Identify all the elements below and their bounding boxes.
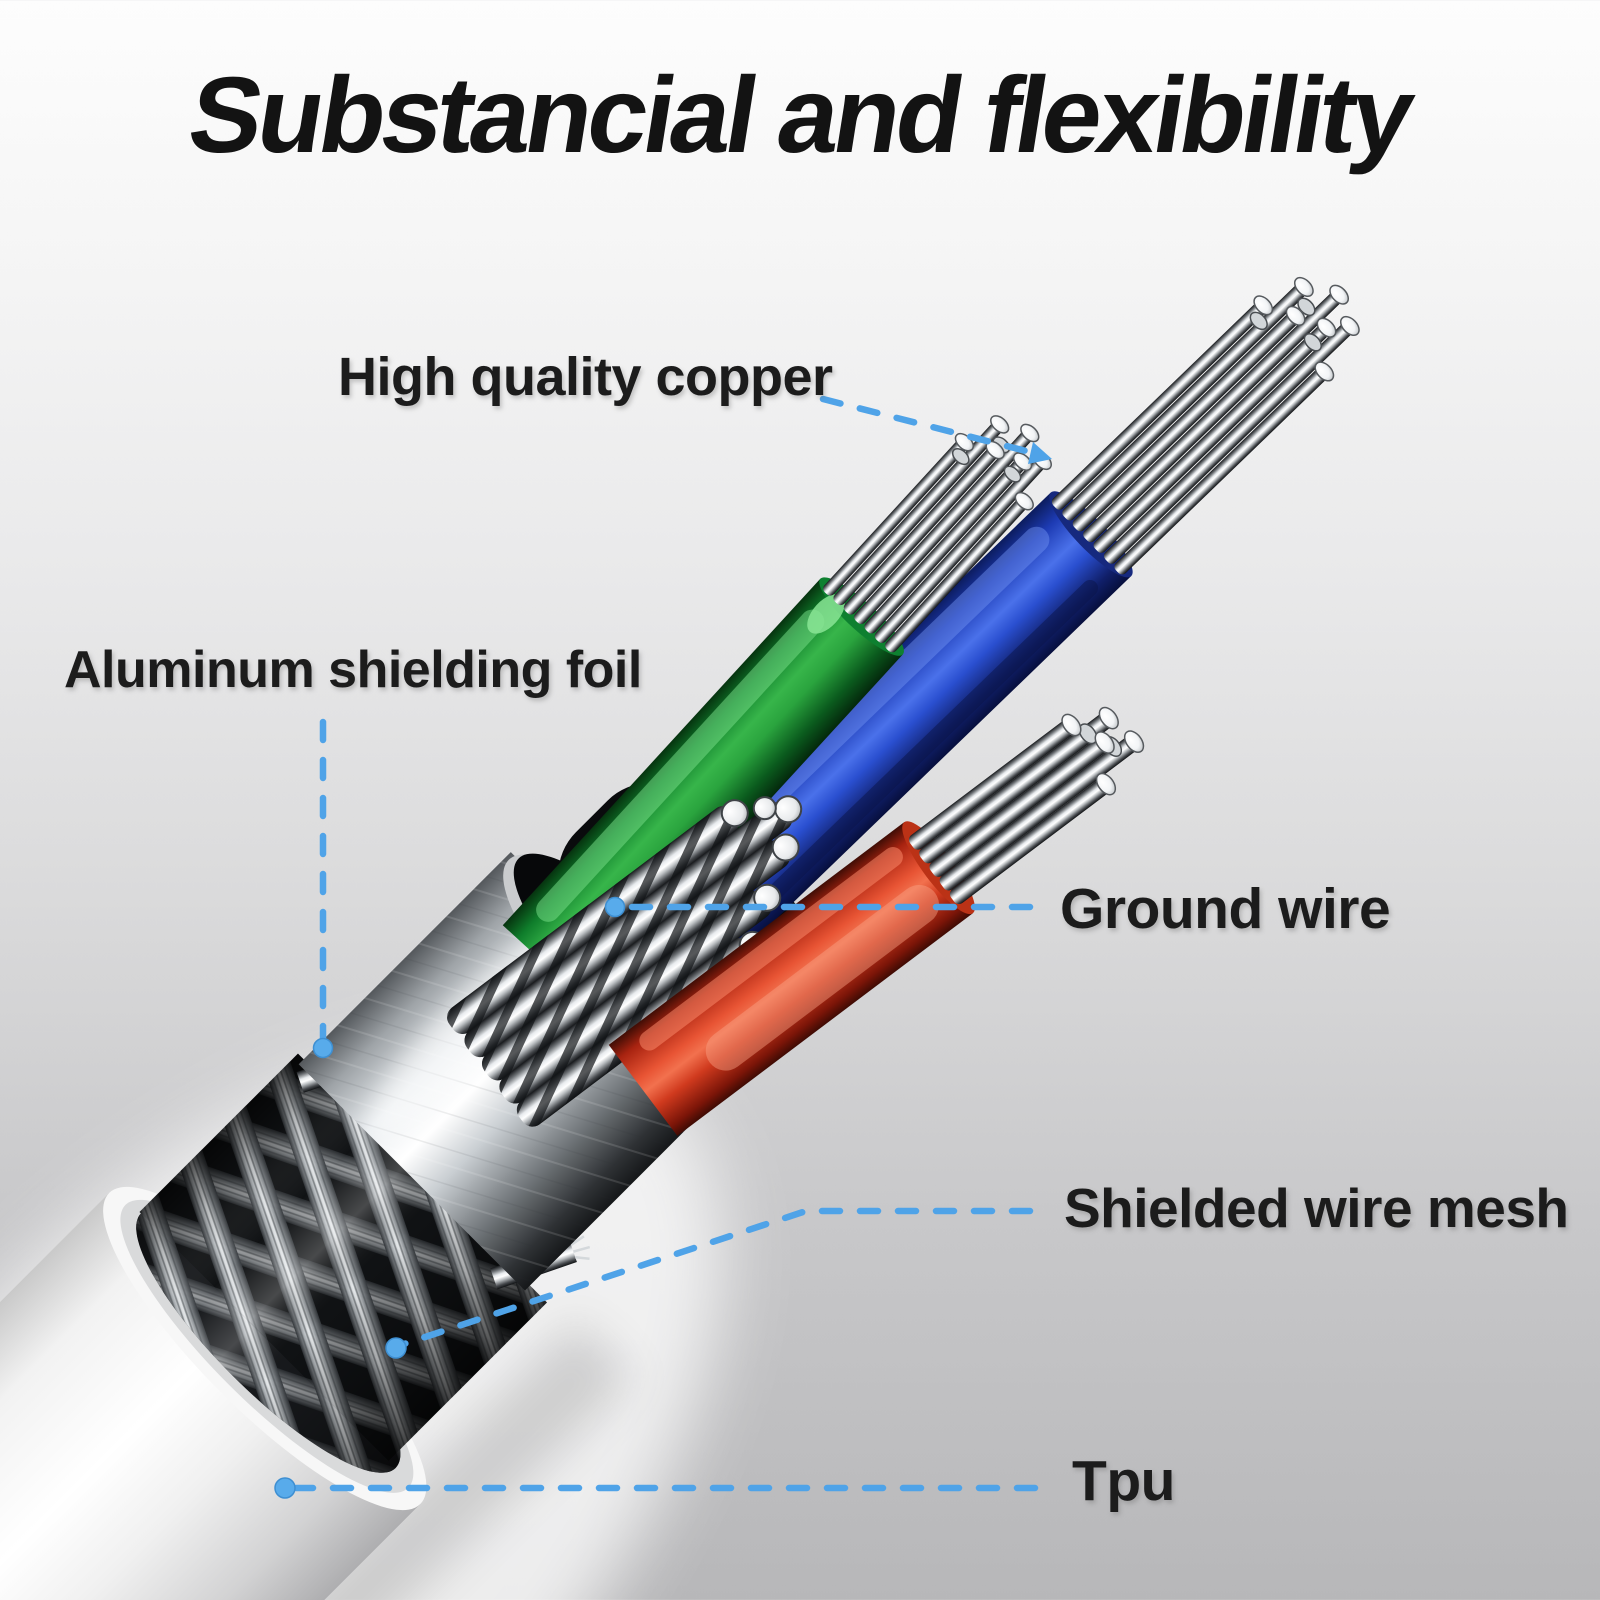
label-tpu: Tpu <box>1072 1449 1175 1513</box>
leader-tpu <box>274 1477 1039 1499</box>
green-insulated-wire <box>502 415 1052 1001</box>
leader-high-quality-copper <box>819 395 1052 464</box>
page-title: Substancial and flexibility <box>181 54 1419 175</box>
copper-strand-bundle-red <box>908 706 1145 905</box>
label-ground-wire: Ground wire <box>1060 877 1391 941</box>
leader-shielded-wire-mesh <box>385 1207 1034 1359</box>
ground-strand <box>464 795 803 1058</box>
label-shielded-wire-mesh: Shielded wire mesh <box>1064 1177 1569 1239</box>
copper-strand-bundle-green <box>823 415 1052 653</box>
leader-lines <box>274 395 1052 1499</box>
leader-aluminum-shielding-foil <box>312 718 334 1059</box>
copper-strand-bundle-blue <box>1051 276 1360 575</box>
ground-strand <box>499 883 782 1104</box>
ground-strand <box>481 833 800 1081</box>
leader-ground-wire <box>604 896 1034 918</box>
ground-strand <box>447 799 749 1035</box>
label-aluminum-shielding-foil: Aluminum shielding foil <box>64 641 642 699</box>
label-high-quality-copper: High quality copper <box>338 347 833 407</box>
cable-group <box>0 276 1360 1600</box>
red-insulated-wire <box>608 706 1145 1136</box>
